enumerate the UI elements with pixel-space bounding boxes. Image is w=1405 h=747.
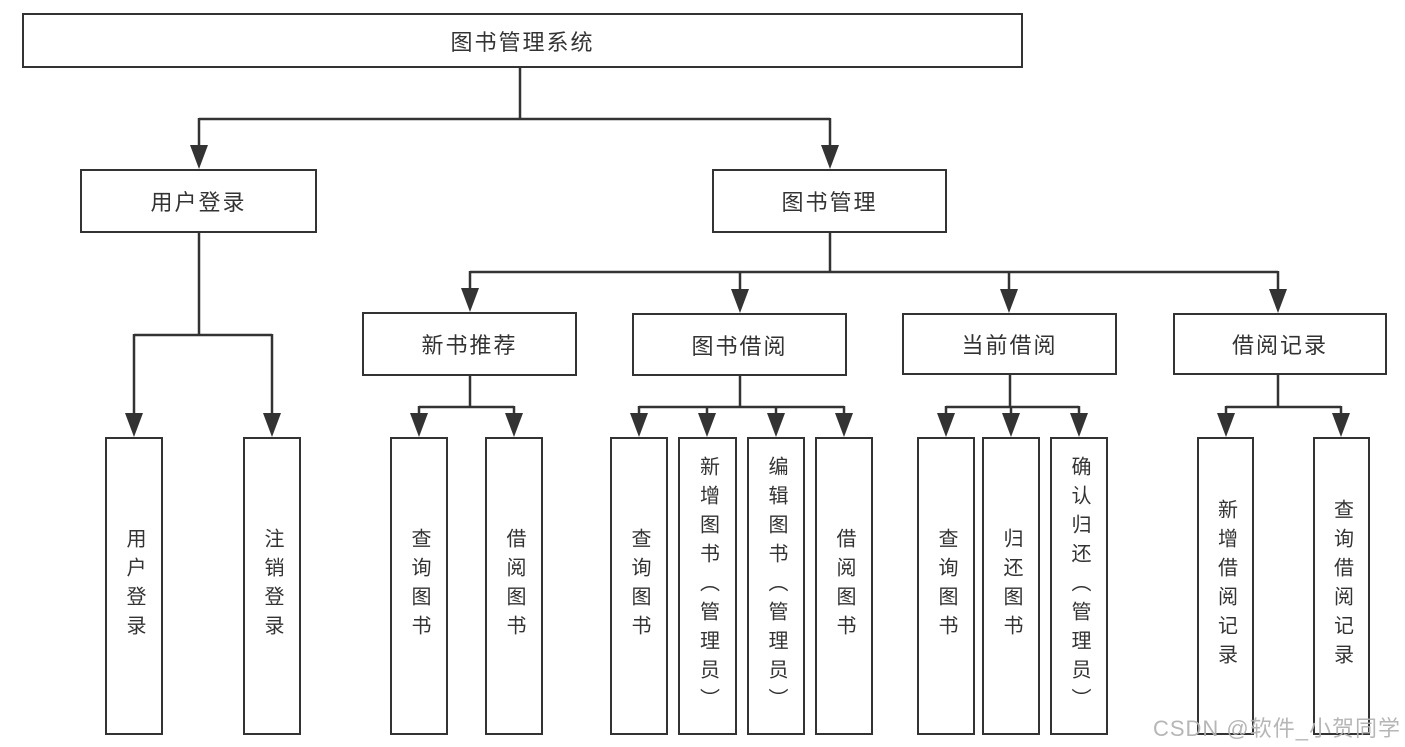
leaf-query-books-borrow: 查询图书 xyxy=(610,437,668,735)
leaf-query-borrow-record: 查询借阅记录 xyxy=(1313,437,1370,735)
node-new-book-recommend: 新书推荐 xyxy=(362,312,577,376)
leaf-confirm-return-admin-label: 确认归还（管理员） xyxy=(1068,455,1090,717)
leaf-add-books-admin: 新增图书（管理员） xyxy=(678,437,737,735)
node-current-borrow-label: 当前借阅 xyxy=(961,333,1058,358)
leaf-add-borrow-record-label: 新增借阅记录 xyxy=(1214,499,1237,673)
node-root: 图书管理系统 xyxy=(22,13,1023,68)
leaf-query-books-recommend: 查询图书 xyxy=(390,437,448,735)
leaf-query-books-current: 查询图书 xyxy=(917,437,975,735)
leaf-query-borrow-record-label: 查询借阅记录 xyxy=(1330,499,1353,673)
leaf-borrow-books-recommend-label: 借阅图书 xyxy=(503,528,525,644)
leaf-edit-books-admin: 编辑图书（管理员） xyxy=(747,437,805,735)
leaf-borrow-books-recommend: 借阅图书 xyxy=(485,437,543,735)
node-current-borrow: 当前借阅 xyxy=(902,313,1117,375)
leaf-logout-label: 注销登录 xyxy=(261,528,283,644)
node-user-login-label: 用户登录 xyxy=(150,190,247,215)
node-borrow-records-label: 借阅记录 xyxy=(1231,333,1328,358)
csdn-watermark: CSDN @软件_小贺同学 xyxy=(1152,716,1401,741)
node-new-book-recommend-label: 新书推荐 xyxy=(421,333,518,358)
arrowheads xyxy=(125,145,1350,437)
leaf-borrow-books-label: 借阅图书 xyxy=(833,528,855,644)
leaf-return-books-label: 归还图书 xyxy=(1000,528,1022,644)
leaf-query-books-borrow-label: 查询图书 xyxy=(628,528,650,644)
leaf-query-books-recommend-label: 查询图书 xyxy=(408,528,430,644)
leaf-edit-books-admin-label: 编辑图书（管理员） xyxy=(765,455,787,717)
node-book-management: 图书管理 xyxy=(712,169,947,233)
node-book-borrow-label: 图书借阅 xyxy=(691,333,788,359)
leaf-return-books: 归还图书 xyxy=(982,437,1040,735)
node-user-login: 用户登录 xyxy=(80,169,317,233)
leaf-borrow-books: 借阅图书 xyxy=(815,437,873,735)
node-book-borrow: 图书借阅 xyxy=(632,313,847,376)
leaf-confirm-return-admin: 确认归还（管理员） xyxy=(1050,437,1108,735)
leaf-query-books-current-label: 查询图书 xyxy=(935,528,957,644)
node-book-management-label: 图书管理 xyxy=(781,190,878,215)
leaf-logout: 注销登录 xyxy=(243,437,301,735)
leaf-add-borrow-record: 新增借阅记录 xyxy=(1197,437,1254,735)
leaf-user-login-label: 用户登录 xyxy=(123,528,145,644)
node-root-label: 图书管理系统 xyxy=(450,29,595,55)
leaf-user-login: 用户登录 xyxy=(105,437,163,735)
node-borrow-records: 借阅记录 xyxy=(1173,313,1387,375)
leaf-add-books-admin-label: 新增图书（管理员） xyxy=(696,455,719,717)
